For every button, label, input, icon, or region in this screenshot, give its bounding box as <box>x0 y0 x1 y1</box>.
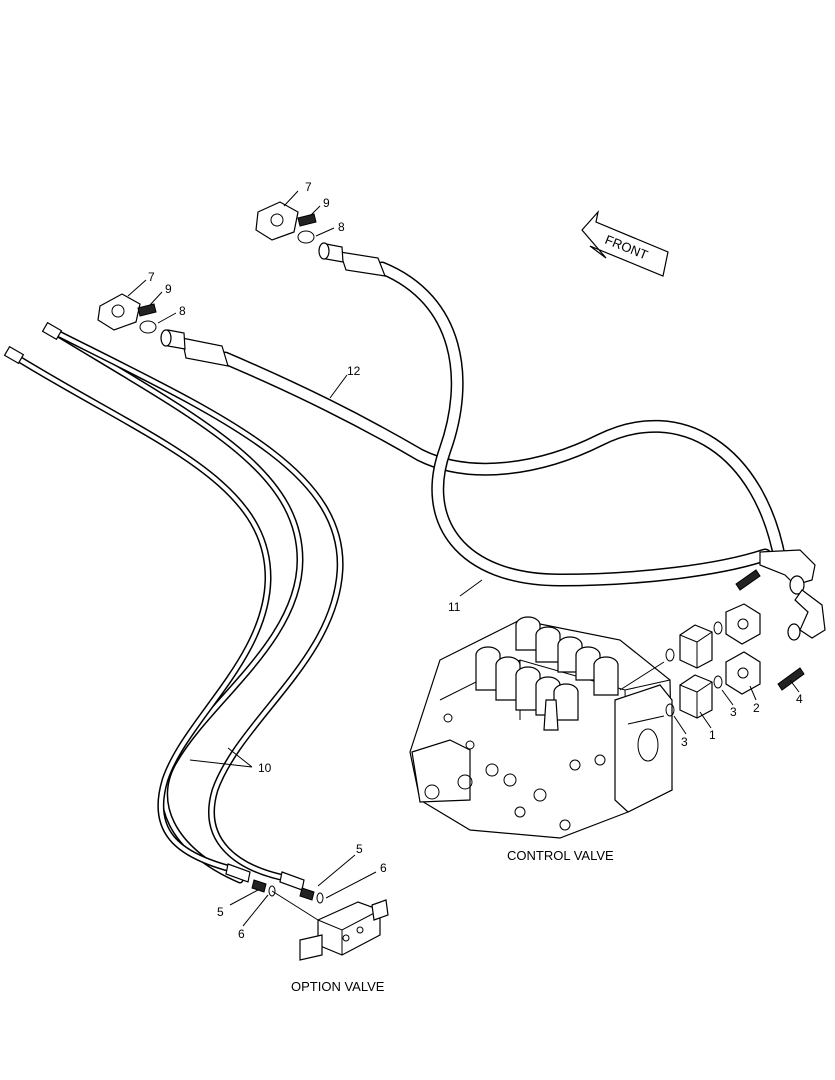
block-1-upper <box>679 624 713 669</box>
callout-6-a: 6 <box>380 861 387 875</box>
o-ring-8-top <box>297 230 315 244</box>
callout-7-left: 7 <box>148 270 155 284</box>
option-valve-fittings <box>251 879 324 904</box>
hose-12-end-fitting <box>160 329 229 367</box>
callout-9-top: 9 <box>323 196 330 210</box>
bolt-9-top <box>297 213 317 227</box>
callout-2: 2 <box>753 701 760 715</box>
pilot-line-10b <box>10 352 272 874</box>
front-arrow: FRONT <box>581 209 669 277</box>
callout-3-b: 3 <box>681 735 688 749</box>
o-rings-3 <box>665 621 723 717</box>
hose-11-end-fitting <box>318 242 386 277</box>
control-valve <box>409 616 673 839</box>
callout-12: 12 <box>347 364 361 378</box>
callout-8-top: 8 <box>338 220 345 234</box>
callout-3-a: 3 <box>730 705 737 719</box>
pilot-line-10a <box>51 328 304 884</box>
hose-elbow-fittings <box>759 549 826 641</box>
option-valve-caption: OPTION VALVE <box>291 979 385 994</box>
callout-11: 11 <box>448 600 461 614</box>
o-ring-8-left <box>139 320 157 334</box>
flange-7-top <box>255 201 299 241</box>
bolt-9-left <box>137 303 157 317</box>
bolts-4 <box>735 569 805 691</box>
control-valve-caption: CONTROL VALVE <box>507 848 614 863</box>
callout-8-left: 8 <box>179 304 186 318</box>
pilot-line-10c <box>51 328 344 884</box>
callout-9-left: 9 <box>165 282 172 296</box>
flange-2-upper <box>725 603 761 645</box>
callout-6-b: 6 <box>238 927 245 941</box>
flange-2-lower <box>725 651 761 695</box>
callout-5-b: 5 <box>217 905 224 919</box>
callout-4: 4 <box>796 692 803 706</box>
option-valve <box>299 899 389 961</box>
hose-12 <box>218 351 787 567</box>
flange-7-left <box>97 293 141 331</box>
pilot-line-tips <box>3 321 63 365</box>
hose-11 <box>375 261 772 587</box>
callout-7-top: 7 <box>305 180 312 194</box>
callout-labels: 7 9 8 7 9 8 12 11 10 1 2 3 3 4 5 6 5 6 <box>148 180 803 941</box>
callout-1: 1 <box>709 728 716 742</box>
block-1-lower <box>679 674 713 719</box>
callout-10: 10 <box>258 761 272 775</box>
leader-lines <box>127 190 800 927</box>
callout-5-a: 5 <box>356 842 363 856</box>
